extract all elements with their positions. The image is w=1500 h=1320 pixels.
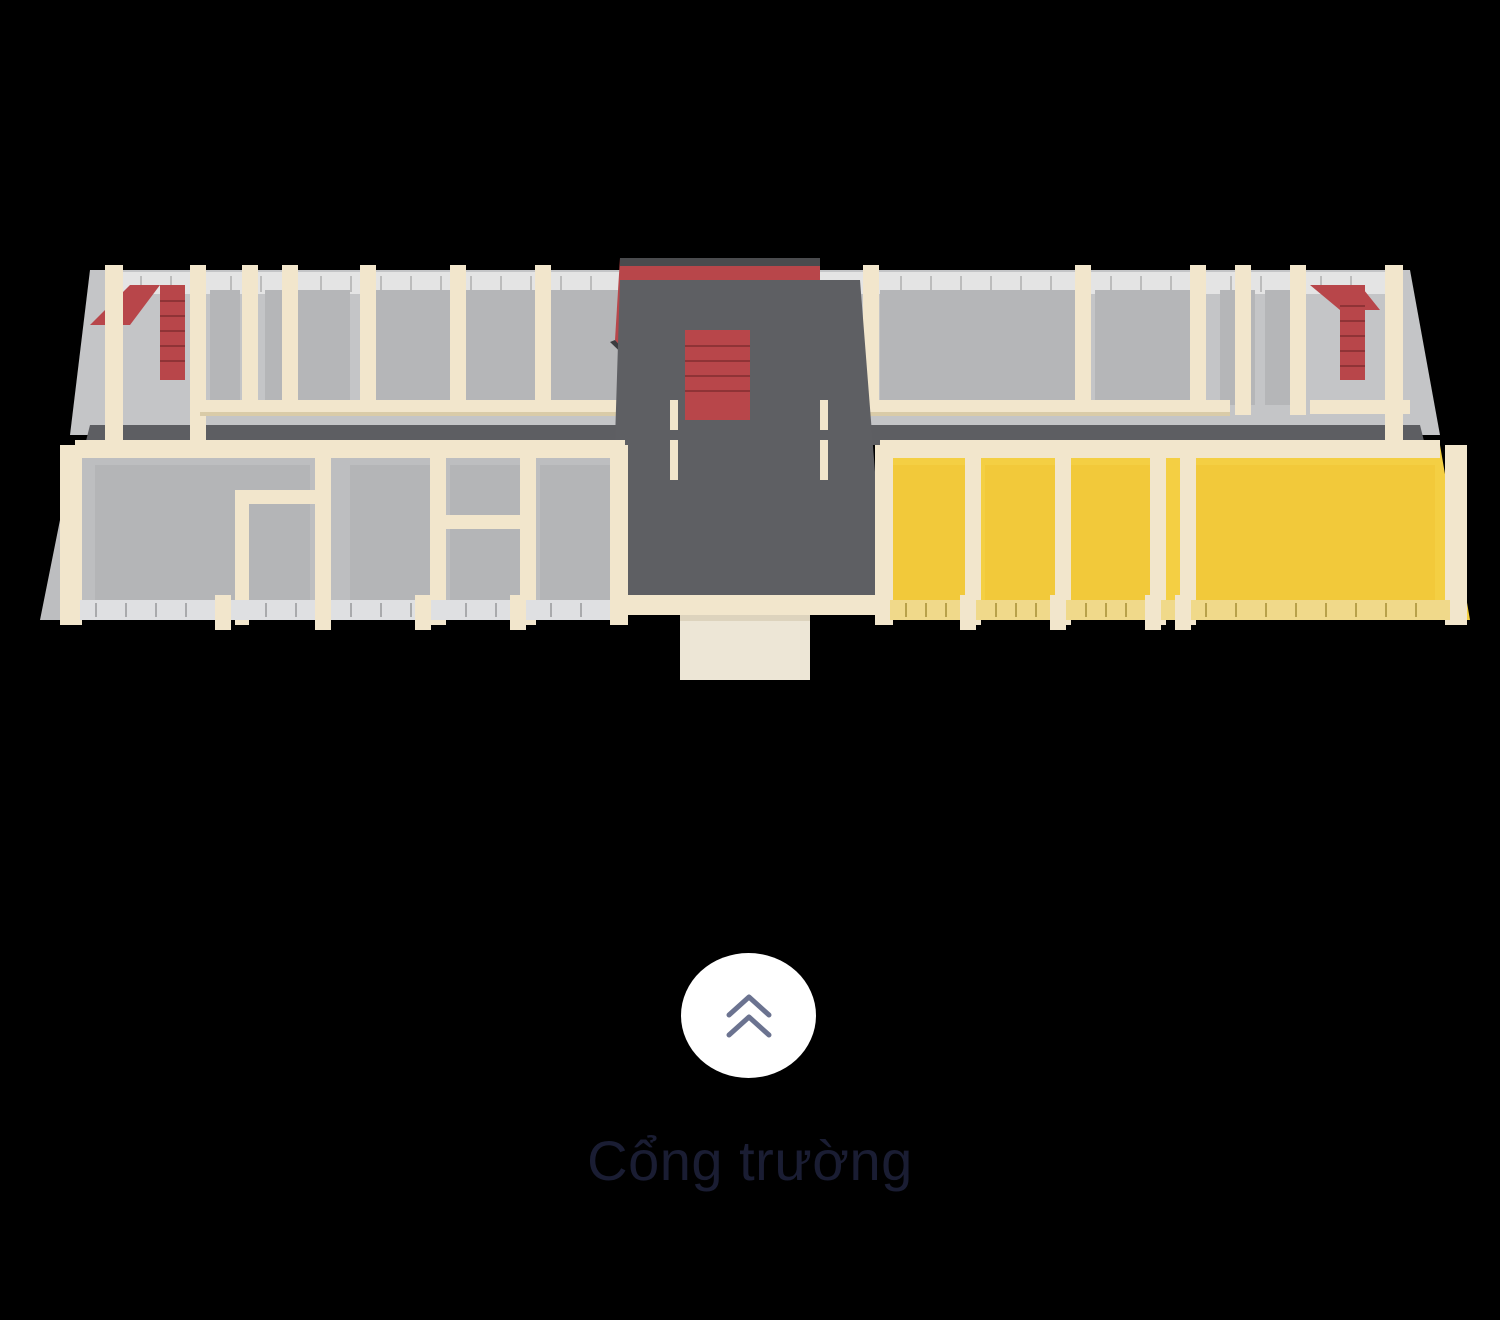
entrance-steps [680, 615, 810, 680]
front-railing-left [80, 600, 610, 620]
central-hall-floor [610, 280, 885, 600]
highlight-room-1 [890, 465, 975, 605]
highlight-room-2 [985, 465, 1060, 605]
central-front-wall [610, 595, 885, 615]
up-floor-button[interactable] [681, 953, 816, 1078]
highlight-room-4 [1185, 465, 1435, 605]
location-label: Cổng trường [587, 1129, 913, 1192]
highlight-room-3 [1070, 465, 1150, 605]
right-stair-landing [1310, 285, 1380, 310]
double-chevron-up-icon [726, 994, 771, 1037]
floor-plan-3d [20, 250, 1480, 690]
front-railing-right [890, 600, 1450, 620]
left-stair-flight [160, 285, 185, 380]
